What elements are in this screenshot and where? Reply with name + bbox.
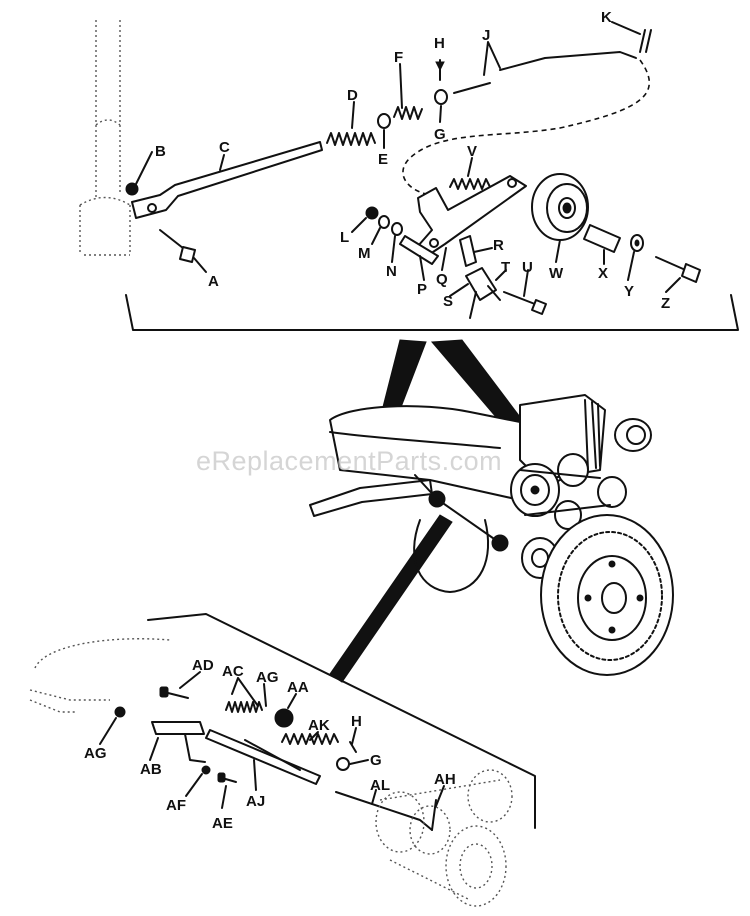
part-x-spacer (583, 224, 621, 253)
part-w-idler-pulley (531, 173, 589, 241)
callout-aj: AJ (246, 793, 265, 810)
callout-m: M (358, 245, 371, 262)
part-p-idler-bracket (417, 175, 527, 255)
callout-p: P (417, 281, 427, 298)
part-c-control-rod (131, 141, 323, 219)
callout-b: B (155, 143, 166, 160)
part-l-nut (365, 206, 379, 220)
callout-z: Z (661, 295, 670, 312)
callout-aa: AA (287, 679, 309, 696)
callout-v: V (467, 143, 477, 160)
callout-c: C (219, 139, 230, 156)
part-g-washer (434, 89, 448, 105)
tiller-machine-illustration (309, 339, 674, 683)
belt-pulley-stack (510, 453, 627, 579)
callout-x: X (598, 265, 608, 282)
watermark-text: eReplacementParts.com (196, 446, 502, 476)
part-ak-spring (281, 733, 339, 745)
assembly-guide-dashed (402, 59, 651, 196)
part-v-spring (449, 178, 491, 190)
transmission-outline (375, 769, 513, 907)
callout-ae: AE (212, 815, 233, 832)
callout-q: Q (436, 271, 448, 288)
callout-h-lower: H (351, 713, 362, 730)
pointer-wedge-lower (329, 514, 453, 683)
callout-y: Y (624, 283, 634, 300)
callout-ad: AD (192, 657, 214, 674)
part-ab-bracket (151, 721, 205, 735)
callout-labels: B C A D E F H G J K V L M N P Q R S T U … (84, 9, 670, 832)
callout-u: U (522, 259, 533, 276)
lower-detail-panel (29, 613, 536, 907)
part-n-washer (391, 222, 403, 236)
callout-ag-upper: AG (256, 669, 279, 686)
upper-panel-frame (125, 294, 739, 331)
part-t-link (469, 285, 501, 319)
part-h-pin-lower (349, 741, 357, 753)
callout-leaders (99, 21, 681, 809)
drive-wheel (540, 514, 674, 676)
part-z-bolt (655, 256, 701, 283)
part-m-washer (378, 215, 390, 229)
handle-bar (309, 479, 433, 517)
callout-a: A (208, 273, 219, 290)
part-u-bolt (503, 291, 547, 315)
part-e-washer (377, 113, 391, 129)
part-s-bracket (465, 267, 497, 301)
part-ae-bolt (217, 772, 237, 783)
callout-l: L (340, 229, 349, 246)
part-b-nut (125, 182, 139, 196)
callout-h-upper: H (434, 35, 445, 52)
part-ag-nut-left (114, 706, 126, 718)
part-ac-spring (225, 701, 263, 713)
callout-j: J (482, 27, 490, 44)
part-r-spacer (459, 235, 477, 267)
callout-g-upper: G (434, 126, 446, 143)
rear-tine-shield (413, 519, 490, 593)
part-k-cotter-pin (639, 29, 652, 53)
upper-detail-panel (79, 20, 739, 331)
callout-f: F (394, 49, 403, 66)
callout-ac: AC (222, 663, 244, 680)
part-p-shaft (399, 235, 439, 265)
part-j-rod (453, 51, 637, 94)
part-d-spring (326, 132, 376, 146)
part-al-rod (335, 791, 433, 831)
callout-k: K (601, 9, 612, 26)
callout-ak: AK (308, 717, 330, 734)
part-f-spring (393, 106, 423, 120)
part-af-nut (201, 765, 211, 775)
callout-af: AF (166, 797, 186, 814)
part-h-pin-head (435, 61, 445, 72)
frame-post-outline (79, 20, 131, 256)
part-ah-link (431, 799, 437, 831)
callout-n: N (386, 263, 397, 280)
callout-e: E (378, 151, 388, 168)
callout-al: AL (370, 777, 390, 794)
callout-ah: AH (434, 771, 456, 788)
callout-ab: AB (140, 761, 162, 778)
part-ad-bolt (159, 686, 189, 699)
callout-g-lower: G (370, 752, 382, 769)
part-a-bolt (159, 229, 196, 263)
callout-d: D (347, 87, 358, 104)
callout-r: R (493, 237, 504, 254)
callout-t: T (501, 259, 510, 276)
part-aa-knob (274, 708, 294, 728)
callout-s: S (443, 293, 453, 310)
callout-w: W (549, 265, 564, 282)
callout-ag-left: AG (84, 745, 107, 762)
lower-panel-frame (147, 613, 536, 829)
part-g-washer-lower (336, 757, 350, 771)
